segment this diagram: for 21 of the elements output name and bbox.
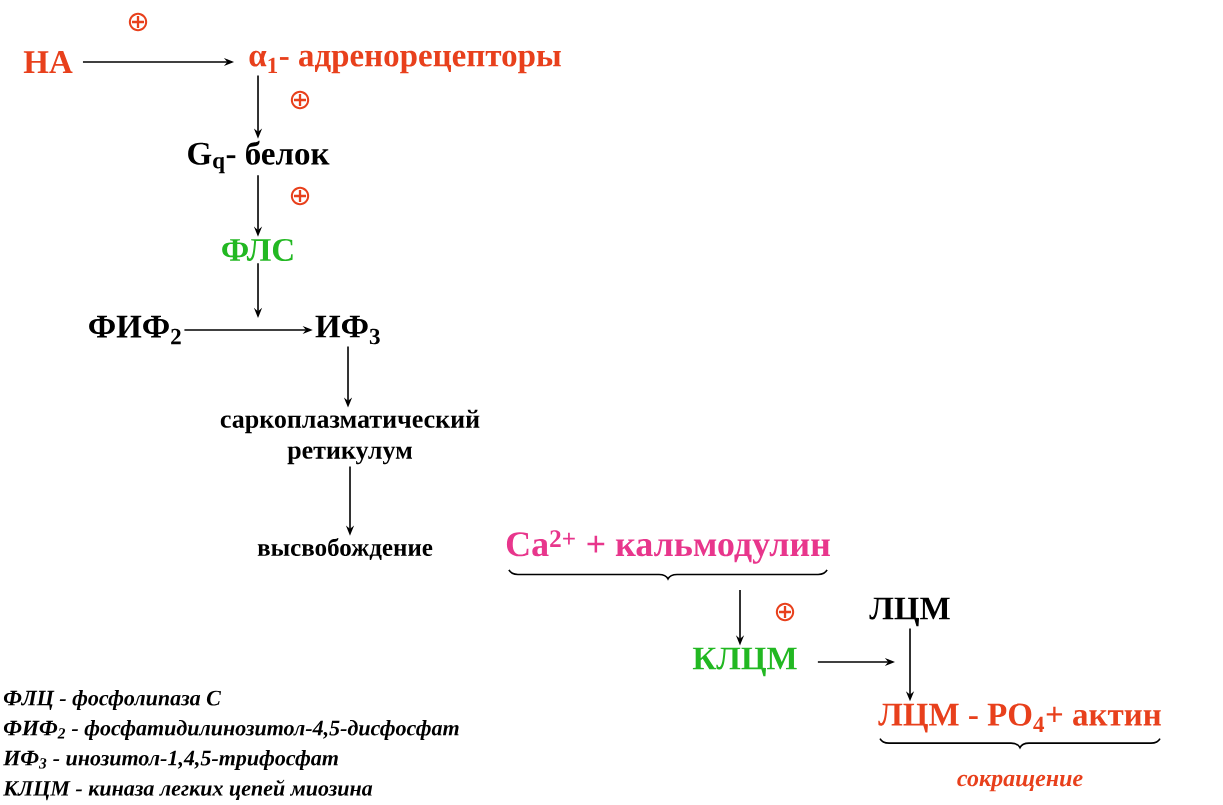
abbreviation-note: КЛЦМ - киназа легких цепей миозина [3, 779, 373, 801]
pathway-term: ЛЦМ [869, 597, 950, 627]
pathway-term: Ca$^{2+}$ + кальмодулин [506, 530, 830, 564]
pathway-term: α$_{1}$- адренорецепторы [249, 50, 561, 74]
pathway-term: ФИФ$_{2}$ [89, 315, 181, 345]
pathway-term: G$_{q}$- белок [188, 140, 330, 174]
pathway-term: ЛЦМ - PO$_{4}$+ актин [878, 703, 1161, 733]
abbreviation-note: ФЛЦ - фосфолипаза С [3, 690, 222, 710]
pathway-term: высвобождение [257, 537, 433, 561]
pathway-term: ФЛС [222, 238, 293, 262]
abbreviation-note: ИФ$_{3}$ - инозитол-1,4,5-трифосфат [3, 750, 338, 770]
caption-text: сокращение [957, 774, 1083, 792]
abbreviation-note: ФИФ$_{2}$ - фосфатидилинозитол-4,5-дисфосфат [3, 720, 459, 740]
plus-sign: ⊕ [125, 11, 151, 33]
plus-sign: ⊕ [287, 89, 313, 111]
plus-sign: ⊕ [287, 185, 313, 207]
pathway-term: НА [23, 51, 73, 73]
pathway-term: ИФ$_{3}$ [315, 315, 380, 345]
pathway-term: КЛЦМ [692, 647, 797, 677]
plus-sign: ⊕ [772, 601, 798, 623]
pathway-term: саркоплазматический ретикулум [220, 409, 480, 465]
